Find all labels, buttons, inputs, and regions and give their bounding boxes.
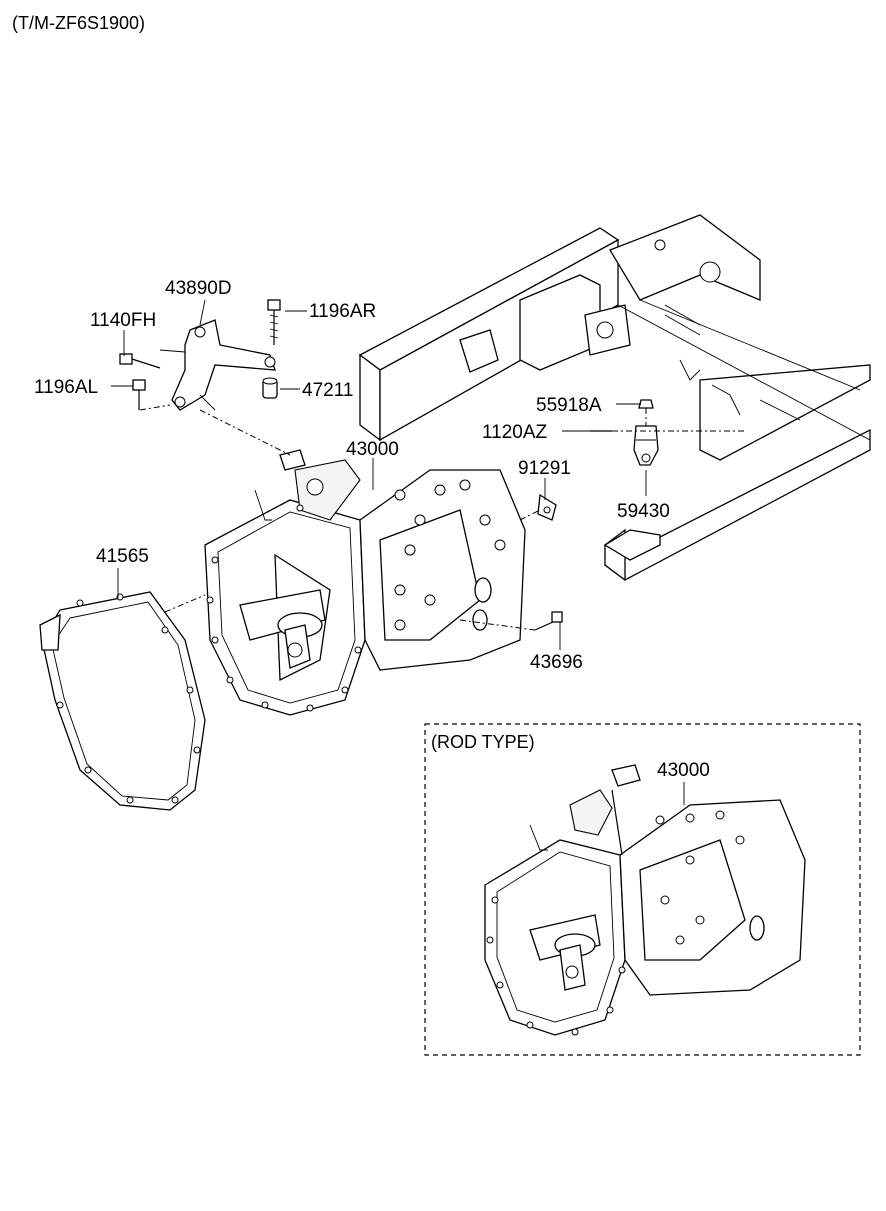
callout-59430: 59430 bbox=[617, 501, 670, 522]
callout-43000: 43000 bbox=[346, 439, 399, 460]
rod-type-box bbox=[424, 723, 861, 1056]
callout-1196AR: 1196AR bbox=[309, 301, 376, 322]
model-code-header: (T/M-ZF6S1900) bbox=[12, 13, 145, 33]
clutch-housing-gasket bbox=[39, 591, 206, 811]
rod-type-callout-43000: 43000 bbox=[657, 760, 710, 781]
leader-lines bbox=[111, 299, 745, 650]
transmission-rod-type bbox=[484, 764, 806, 1036]
bolt-43696-icon bbox=[534, 611, 563, 631]
bracket-59430-icon bbox=[633, 425, 659, 466]
callout-41565: 41565 bbox=[96, 546, 149, 567]
callout-55918A: 55918A bbox=[536, 395, 602, 416]
callout-43696: 43696 bbox=[530, 652, 583, 673]
callout-1140FH: 1140FH bbox=[90, 310, 156, 331]
nut-55918A-icon bbox=[638, 399, 654, 409]
callout-43890D: 43890D bbox=[165, 278, 232, 299]
bolt-1196AL-icon bbox=[132, 379, 146, 410]
rod-type-title: (ROD TYPE) bbox=[431, 732, 535, 752]
transmission-main bbox=[204, 449, 526, 716]
callout-91291: 91291 bbox=[518, 458, 571, 479]
bolt-1140FH-icon bbox=[119, 353, 161, 369]
bushing-47211-icon bbox=[262, 377, 278, 399]
callout-1120AZ: 1120AZ bbox=[482, 422, 548, 443]
bolt-1196AR-icon bbox=[267, 299, 281, 345]
callout-1196AL: 1196AL bbox=[34, 377, 98, 398]
mount-bracket bbox=[159, 319, 276, 411]
callout-47211: 47211 bbox=[302, 380, 353, 401]
bracket-91291-icon bbox=[537, 493, 557, 521]
chassis-frame bbox=[358, 214, 871, 582]
